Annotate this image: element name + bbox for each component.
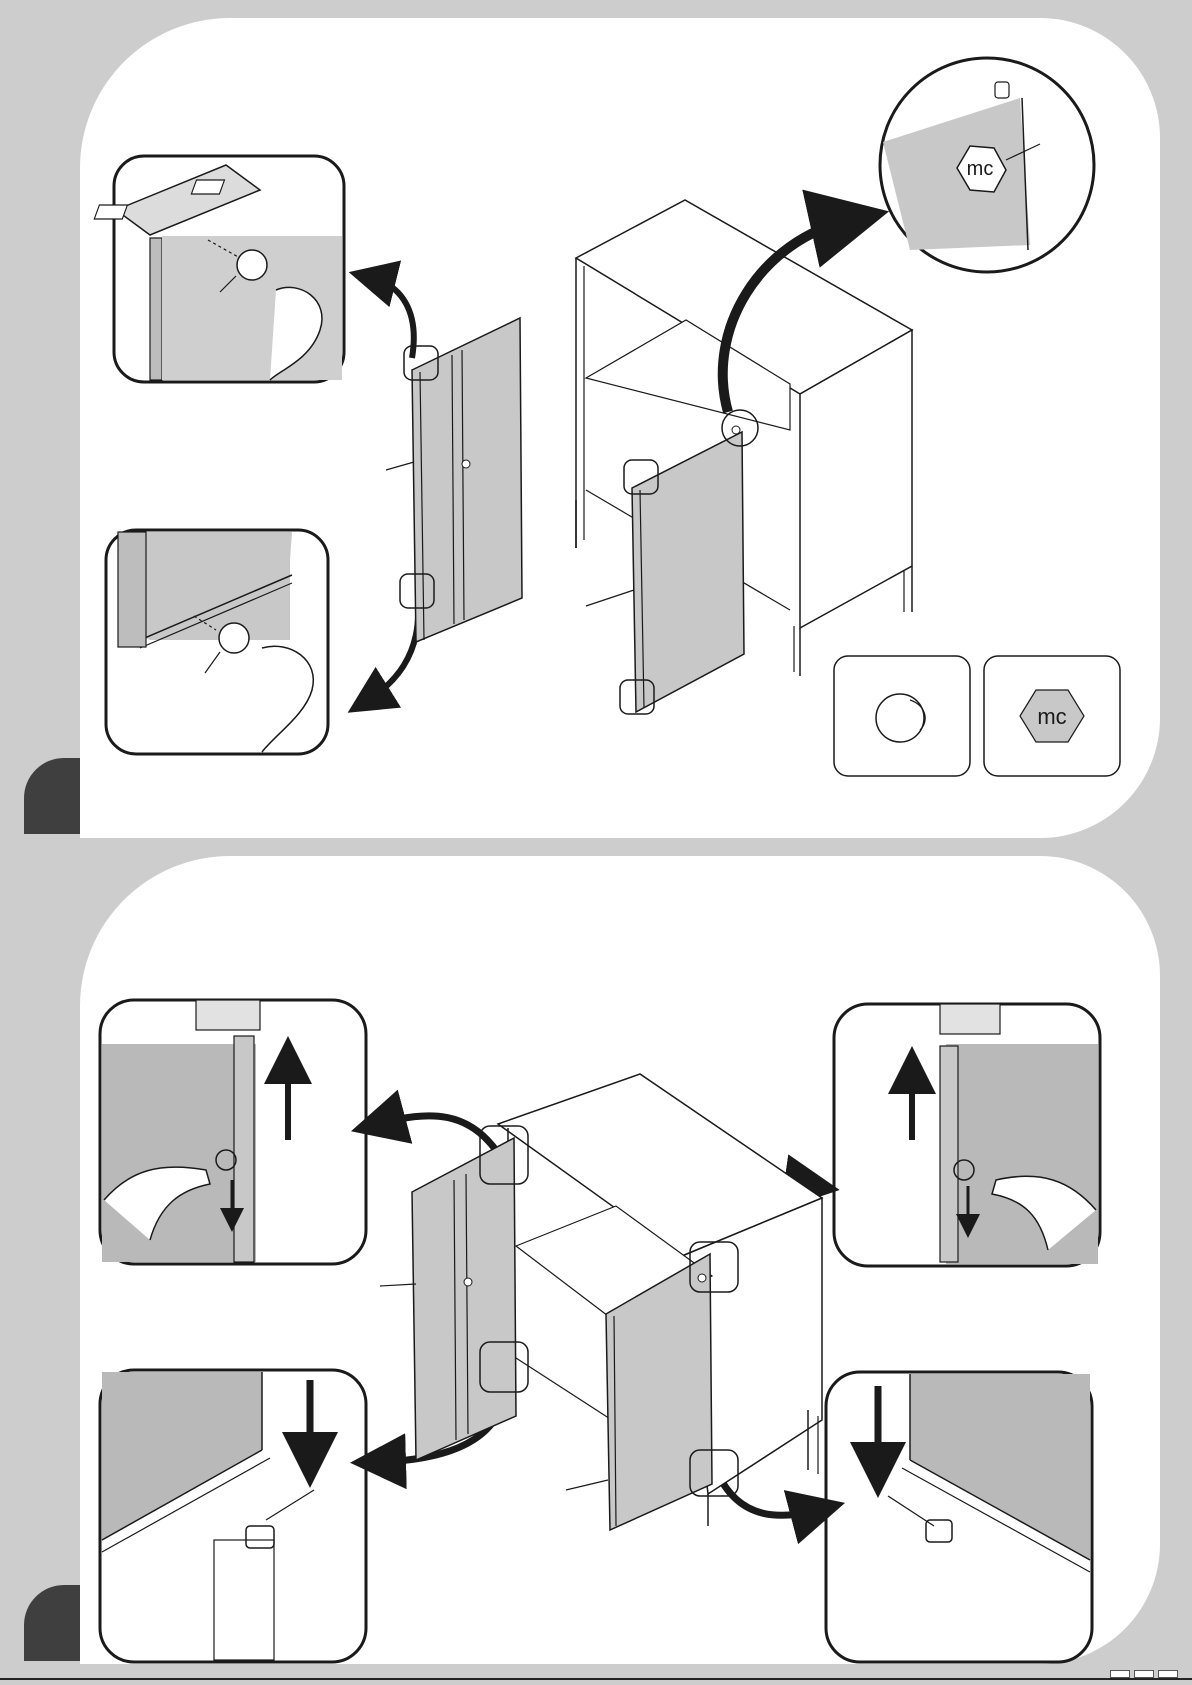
footer-mark [1134,1670,1154,1678]
arrow-to-top-detail [372,278,414,358]
cabinet-step-1 [576,200,912,714]
footer-mark [1110,1670,1130,1678]
detail-pin-right [826,1372,1092,1662]
part-box-knob [834,656,970,776]
detail-pin-left [100,1370,366,1662]
detail-hinge-lift-right [834,1004,1100,1266]
detail-knob-bottom [106,530,328,754]
page-footer-marks [1110,1670,1178,1678]
detail-logo-badge: mc [880,58,1094,272]
cabinet-step-2 [380,1074,822,1530]
part-box-logo-badge: mc [984,656,1120,776]
door-panel-loose [386,318,522,642]
badge-logo-text-part: mc [1037,704,1066,729]
detail-knob-top [94,156,344,382]
detail-hinge-lift-left [100,1000,366,1264]
arrow-to-bottom-detail [368,606,418,700]
page-footer-rule [0,1678,1192,1680]
badge-logo-text-detail: mc [967,158,994,180]
arrow-to-hinge-left [378,1116,500,1156]
footer-mark [1158,1670,1178,1678]
